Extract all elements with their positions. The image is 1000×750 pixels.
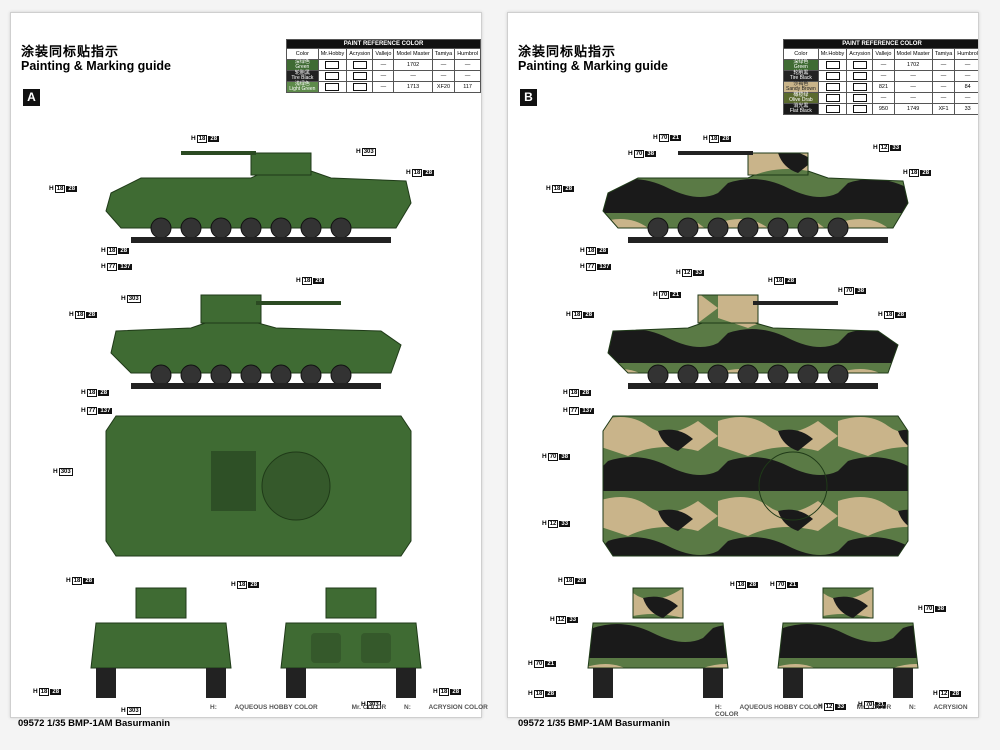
title-en: Painting & Marking guide (21, 59, 172, 73)
footer-a: 09572 1/35 BMP-1AM Basurmanin (18, 718, 171, 729)
header-modelmaster: Model Master (393, 48, 433, 60)
header-color: Color (286, 48, 319, 60)
top-view (602, 415, 909, 557)
rear-view (777, 587, 919, 698)
legend-b: H: AQUEOUS HOBBY COLOR Mr. COLOR N: ACRY… (715, 704, 968, 718)
table-caption: PAINT REFERENCE COLOR (286, 39, 481, 49)
front-view (587, 587, 729, 698)
table-caption: PAINT REFERENCE COLOR (782, 39, 978, 49)
title-zh: 涂装同标贴指示 (518, 44, 617, 59)
header-vallejo: Vallejo (372, 48, 395, 60)
header-mrhobby: Mr.Hobby (317, 48, 348, 60)
front-view (90, 587, 232, 698)
footer-b: 09572 1/35 BMP-1AM Basurmanin (518, 718, 671, 729)
sheet-a: 涂装同标贴指示 Painting & Marking guide A PAINT… (10, 12, 482, 718)
header-acrysion: Acrysion (346, 48, 374, 60)
scheme-letter: A (23, 89, 40, 106)
header-tamiya: Tamiya (431, 48, 456, 60)
top-view (105, 415, 412, 557)
scheme-letter: B (520, 89, 537, 106)
sheet-b: 涂装同标贴指示 Painting & Marking guide B PAINT… (507, 12, 979, 718)
side-view-left (105, 151, 412, 243)
paint-table: PAINT REFERENCE COLOR Color Mr.Hobby Acr… (286, 39, 481, 93)
side-view-right (607, 294, 899, 389)
side-view-left (602, 151, 909, 243)
rear-view (280, 587, 422, 698)
legend-a: H: AQUEOUS HOBBY COLOR Mr. COLOR N: ACRY… (210, 704, 488, 711)
title-en: Painting & Marking guide (518, 59, 669, 73)
title-zh: 涂装同标贴指示 (21, 44, 120, 59)
header-humbrol: Humbrol (454, 48, 481, 60)
table-header-row: Color Mr.Hobby Acrysion Vallejo Model Ma… (286, 48, 481, 60)
side-view-right (110, 294, 402, 389)
